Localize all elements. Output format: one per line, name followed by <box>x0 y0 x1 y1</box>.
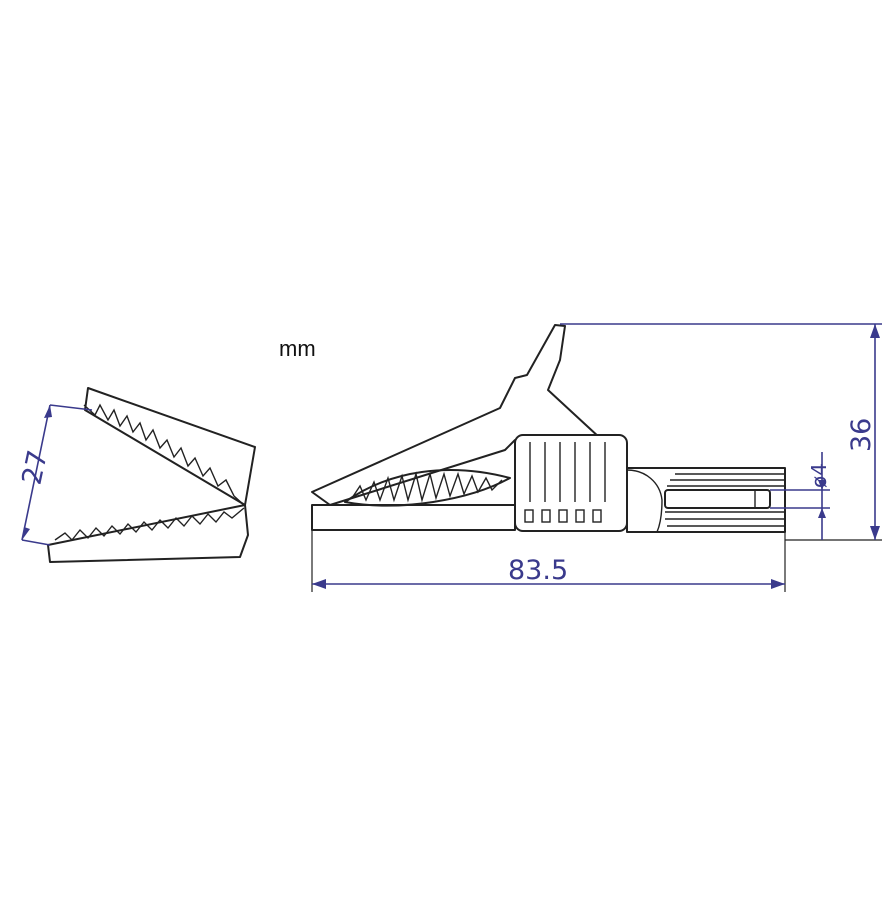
insulation-sleeve <box>514 434 628 532</box>
sleeve-windows <box>524 509 602 523</box>
jaw-serration-teeth <box>351 471 503 503</box>
diameter-arrow-top <box>818 480 826 490</box>
lower-jaw <box>47 504 249 563</box>
jaw-opening-value: 27 <box>17 447 54 487</box>
diameter-arrow-bottom <box>818 508 826 518</box>
clip-side-view: 83.5 36 ø4 <box>311 323 882 592</box>
jaw-opening-ext-bottom <box>21 539 51 546</box>
upper-jaw-teeth <box>83 403 245 506</box>
jaw-opening-ext-top <box>49 404 93 411</box>
lower-arm <box>311 504 516 531</box>
unit-label: mm <box>279 336 316 361</box>
socket-taper <box>626 469 663 533</box>
length-value: 83.5 <box>508 555 568 586</box>
socket-hatching <box>665 473 785 527</box>
jaw-opening-arrow-bottom <box>22 527 30 540</box>
sleeve-ribs <box>529 442 606 502</box>
jaw-opening-arrow-top <box>44 405 52 418</box>
jaw-serration-outline <box>344 469 511 507</box>
length-arrow-left <box>312 579 326 589</box>
upper-arm <box>311 324 601 506</box>
socket-pin <box>664 489 771 509</box>
height-arrow-top <box>870 324 880 338</box>
height-arrow-bottom <box>870 526 880 540</box>
lower-jaw-teeth <box>54 507 245 542</box>
length-arrow-right <box>771 579 785 589</box>
jaw-opening-dim-line <box>21 404 51 541</box>
jaw-side-view: 27 <box>17 387 256 563</box>
height-value: 36 <box>846 418 877 452</box>
diameter-value: ø4 <box>807 463 831 488</box>
